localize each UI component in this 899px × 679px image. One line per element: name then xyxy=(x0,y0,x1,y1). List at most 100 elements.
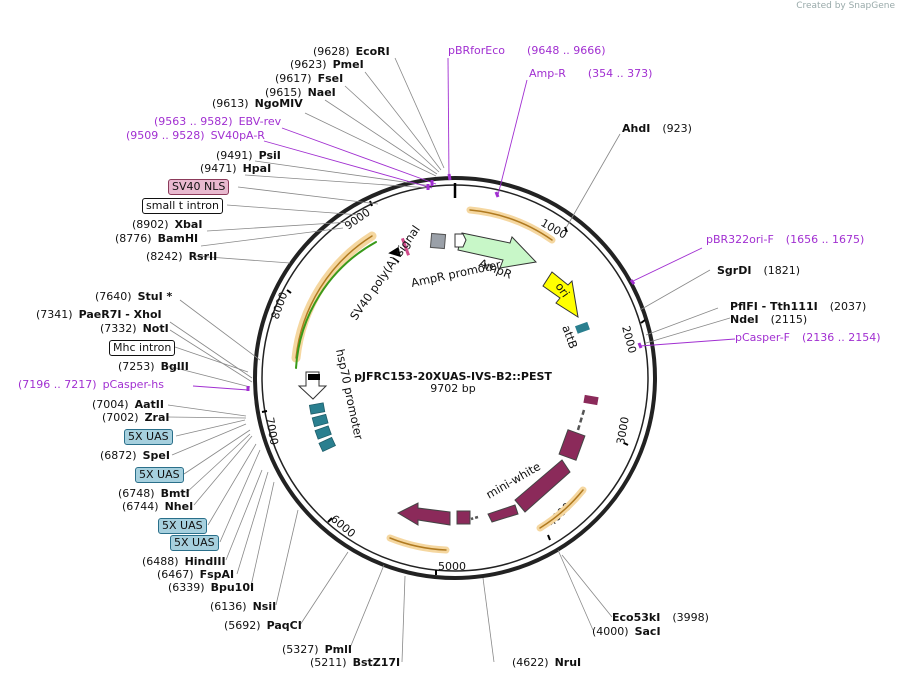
feature-box-label[interactable]: small t intron xyxy=(142,198,223,214)
enzyme-site[interactable]: AhdI (923) xyxy=(622,122,692,135)
enzyme-name: PsiI xyxy=(258,149,281,162)
enzyme-position: (9623) xyxy=(290,58,327,71)
enzyme-site[interactable]: (8902)XbaI xyxy=(132,218,202,231)
enzyme-site[interactable]: NdeI(2115) xyxy=(730,313,807,326)
primer-name: pCasper-hs xyxy=(102,378,164,391)
uas-boxes[interactable] xyxy=(308,402,336,453)
enzyme-site[interactable]: (6136) NsiI xyxy=(210,600,276,613)
hsp70-black-marker xyxy=(308,374,320,380)
enzyme-site[interactable]: (7004)AatII xyxy=(92,398,164,411)
primer-label[interactable]: (7196 .. 7217)pCasper-hs xyxy=(18,378,164,391)
hsp70-promoter-arrow[interactable] xyxy=(297,371,328,400)
enzyme-site[interactable]: (6467) FspAI xyxy=(157,568,234,581)
enzyme-position: (2037) xyxy=(829,300,867,313)
enzyme-site[interactable]: PflFI - Tth111I (2037) xyxy=(730,300,866,313)
enzyme-name: BmtI xyxy=(160,487,190,500)
enzyme-site[interactable]: SgrDI(1821) xyxy=(717,264,800,277)
enzyme-site[interactable]: (9617)FseI xyxy=(275,72,343,85)
enzyme-site[interactable]: (7253)BglII xyxy=(118,360,189,373)
enzyme-position: (6488) xyxy=(142,555,179,568)
ampr-promoter-arrow[interactable] xyxy=(454,233,467,248)
enzyme-name: PmeI xyxy=(332,58,364,71)
feature-box-label[interactable]: 5X UAS xyxy=(170,535,219,551)
primer-label[interactable]: Amp-R(354 .. 373) xyxy=(529,67,652,80)
enzyme-name: NgoMIV xyxy=(254,97,303,110)
enzyme-name: BamHI xyxy=(157,232,199,245)
feature-label-ampr-promoter: AmpR promoter xyxy=(410,257,503,290)
enzyme-position: (7002) xyxy=(102,411,139,424)
enzyme-site[interactable]: (6748)BmtI xyxy=(118,487,190,500)
feature-box-label[interactable]: 5X UAS xyxy=(158,518,207,534)
primer-range: (9509 .. 9528) xyxy=(126,129,205,142)
primer-name: Amp-R xyxy=(529,67,566,80)
enzyme-site[interactable]: (9623) PmeI xyxy=(290,58,364,71)
enzyme-site[interactable]: (9491)PsiI xyxy=(216,149,281,162)
enzyme-site[interactable]: (9471)HpaI xyxy=(200,162,271,175)
enzyme-site[interactable]: (8776)BamHI xyxy=(115,232,198,245)
enzyme-position: (6467) xyxy=(157,568,194,581)
enzyme-name: PaqCI xyxy=(266,619,302,632)
feature-label-sv40-polya: SV40 poly(A) signal xyxy=(347,223,423,323)
mini-white-feature[interactable] xyxy=(396,394,599,526)
enzyme-site[interactable]: Eco53kI(3998) xyxy=(612,611,709,624)
enzyme-site[interactable]: (7341)PaeR7I - XhoI xyxy=(36,308,162,321)
enzyme-site[interactable]: (6339)Bpu10I xyxy=(168,581,254,594)
primer-label[interactable]: pBRforEco (9648 .. 9666) xyxy=(448,44,606,57)
tick-label-3000: 3000 xyxy=(614,416,632,446)
enzyme-name: AhdI xyxy=(622,122,651,135)
enzyme-position: (4000) xyxy=(592,625,629,638)
enzyme-position: (923) xyxy=(662,122,692,135)
ori-arrow[interactable] xyxy=(542,271,579,319)
enzyme-position: (4622) xyxy=(512,656,549,669)
enzyme-name: NsiI xyxy=(252,600,277,613)
primer-label[interactable]: (9563 .. 9582)EBV-rev xyxy=(154,115,281,128)
enzyme-site[interactable]: (6744)NheI xyxy=(122,500,193,513)
enzyme-site[interactable]: (7640)StuI * xyxy=(95,290,172,303)
enzyme-position: (6339) xyxy=(168,581,205,594)
enzyme-site[interactable]: (7332)NotI xyxy=(100,322,169,335)
enzyme-position: (9471) xyxy=(200,162,237,175)
primer-name: pCasper-F xyxy=(735,331,790,344)
enzyme-site[interactable]: (5211)BstZ17I xyxy=(310,656,400,669)
enzyme-name: NruI xyxy=(554,656,582,669)
feature-box-label[interactable]: 5X UAS xyxy=(124,429,173,445)
gray-feature[interactable] xyxy=(429,232,447,250)
primer-label[interactable]: (9509 .. 9528)SV40pA-R xyxy=(126,129,265,142)
ampr-arrow[interactable] xyxy=(457,232,538,269)
enzyme-site[interactable]: (4622) NruI xyxy=(512,656,581,669)
pink-marker xyxy=(400,237,410,256)
enzyme-site[interactable]: (9615)NaeI xyxy=(265,86,336,99)
feature-box-label[interactable]: Mhc intron xyxy=(109,340,176,356)
enzyme-position: (5211) xyxy=(310,656,347,669)
enzyme-site[interactable]: (6488) HindIII xyxy=(142,555,226,568)
primer-label[interactable]: pCasper-F(2136 .. 2154) xyxy=(735,331,881,344)
sv40-polya-marker[interactable] xyxy=(388,246,402,263)
primer-label[interactable]: pBR322ori-F(1656 .. 1675) xyxy=(706,233,864,246)
primer-leader-lines xyxy=(192,57,736,391)
enzyme-site[interactable]: (7002)ZraI xyxy=(102,411,170,424)
primer-range: (9648 .. 9666) xyxy=(527,44,606,57)
enzyme-site[interactable]: (4000)SacI xyxy=(592,625,661,638)
enzyme-position: (2115) xyxy=(770,313,808,326)
enzyme-position: (7253) xyxy=(118,360,155,373)
enzyme-site[interactable]: (6872)SpeI xyxy=(100,449,170,462)
enzyme-position: (6136) xyxy=(210,600,247,613)
feature-box-label[interactable]: SV40 NLS xyxy=(168,179,230,195)
enzyme-name: FspAI xyxy=(199,568,235,581)
attb-feature[interactable] xyxy=(574,321,590,334)
primer-markers xyxy=(246,173,643,391)
enzyme-name: NotI xyxy=(142,322,169,335)
feature-box-label[interactable]: 5X UAS xyxy=(135,467,184,483)
enzyme-site[interactable]: (8242)RsrII xyxy=(146,250,217,263)
enzyme-position: (9617) xyxy=(275,72,312,85)
enzyme-site[interactable]: (5327)PmlI xyxy=(282,643,352,656)
enzyme-site[interactable]: (5692)PaqCI xyxy=(224,619,302,632)
enzyme-name: HindIII xyxy=(184,555,226,568)
enzyme-site[interactable]: (9628)EcoRI xyxy=(313,45,390,58)
enzyme-name: PflFI - Tth111I xyxy=(730,300,818,313)
enzyme-position: (1821) xyxy=(763,264,801,277)
primer-name: pBRforEco xyxy=(448,44,506,57)
enzyme-site[interactable]: (9613)NgoMIV xyxy=(212,97,303,110)
